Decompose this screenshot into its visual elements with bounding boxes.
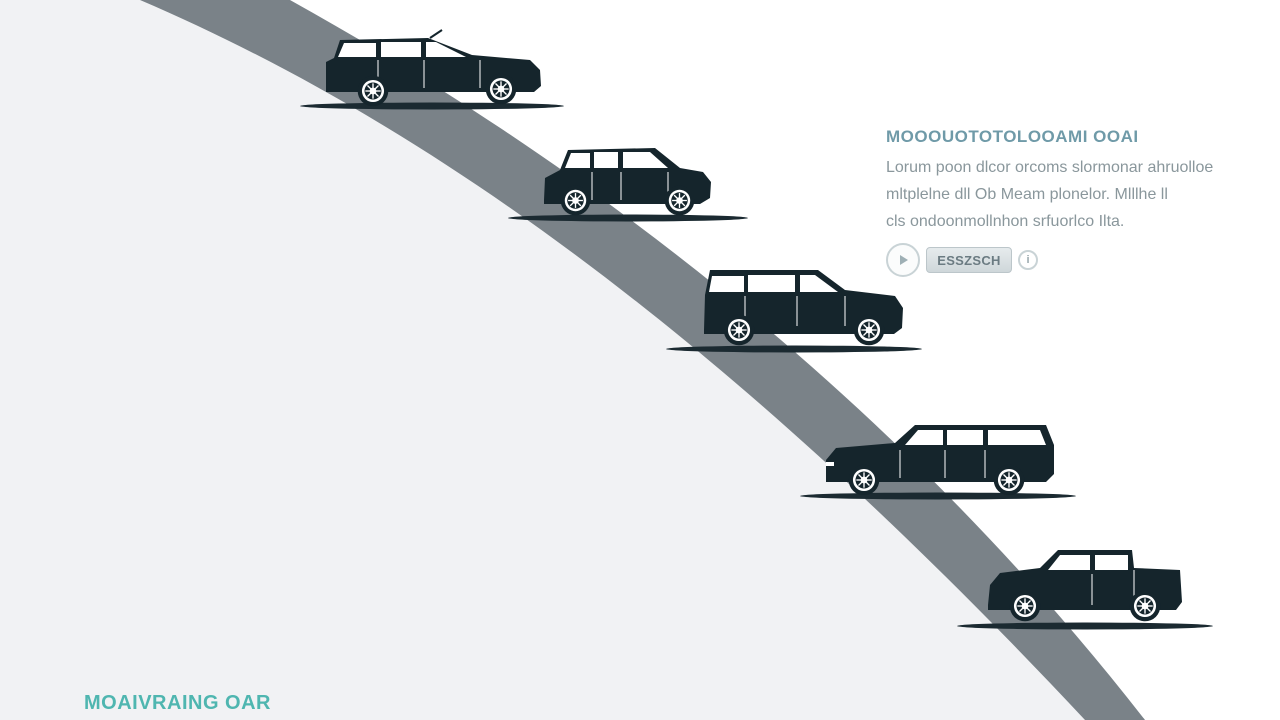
car-shadow xyxy=(666,345,922,353)
play-button[interactable] xyxy=(886,243,920,277)
car-shadow xyxy=(508,214,748,222)
road-curve xyxy=(140,0,1145,720)
car-shadow xyxy=(300,102,564,110)
description-line: Lorum poon dlcor orcoms slormonar ahruol… xyxy=(886,159,1214,176)
pickup-truck-icon xyxy=(988,550,1182,622)
boxy-suv-vehicle xyxy=(666,270,922,353)
station-wagon-icon xyxy=(826,425,1054,496)
suv-vehicle xyxy=(300,29,564,110)
compact-suv-icon xyxy=(544,148,711,217)
description-line: cls ondoonmollnhon srfuorlco Ilta. xyxy=(886,213,1125,230)
footer-caption: MOAIVRAING OAR xyxy=(84,692,271,714)
action-pill-button[interactable]: ESSZSCH xyxy=(926,247,1012,273)
description-line: mltplelne dll Ob Meam plonelor. Mlllhe l… xyxy=(886,186,1168,203)
play-circle-icon xyxy=(896,253,910,267)
compact-suv-vehicle xyxy=(508,148,748,222)
panel-title: MOOOUOTOTOLOOAMI OOAI xyxy=(886,127,1139,146)
suv-icon xyxy=(326,29,541,107)
car-shadow xyxy=(957,622,1213,630)
info-circle-icon[interactable]: i xyxy=(1018,250,1038,270)
wagon-vehicle xyxy=(800,425,1076,500)
panel-description: Lorum poon dlcor orcoms slormonar ahruol… xyxy=(886,154,1270,235)
control-row: ESSZSCH i xyxy=(886,243,1066,277)
boxy-suv-icon xyxy=(704,270,903,346)
pickup-truck-vehicle xyxy=(957,550,1213,630)
ground-field xyxy=(0,0,1085,720)
car-shadow xyxy=(800,492,1076,500)
